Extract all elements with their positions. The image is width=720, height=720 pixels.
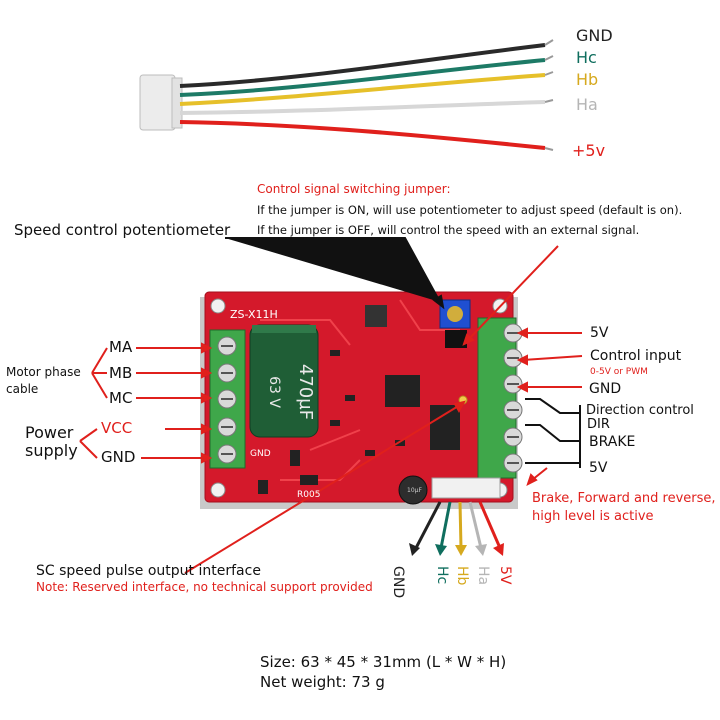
label-motor-phase-1: Motor phase (6, 365, 81, 379)
label-direction-control: Direction control (586, 403, 694, 418)
top-wire-hc: Hc (576, 48, 597, 67)
label-5v-top: 5V (590, 325, 609, 341)
potentiometer-label: Speed control potentiometer (14, 221, 231, 239)
resistor-text: R005 (297, 490, 320, 500)
direction-brake-bracket (525, 398, 581, 468)
bottom-wire-gnd: GND (390, 566, 406, 599)
bottom-wire-hb: Hb (454, 566, 470, 586)
jumper-arrow (462, 245, 559, 346)
label-vcc: VCC (101, 419, 133, 437)
jumper-note-title: Control signal switching jumper: (257, 182, 451, 196)
label-power-1: Power (25, 423, 74, 442)
controller-board (200, 291, 523, 509)
board-model-text: ZS-X11H (230, 308, 278, 321)
capacitor-voltage-text: 63 V (266, 376, 282, 408)
bottom-wire-arrows (409, 501, 504, 556)
jumper-note-off: If the jumper is OFF, will control the s… (257, 223, 640, 237)
right-terminal-block (477, 317, 517, 479)
brake-note-1: Brake, Forward and reverse, (532, 491, 716, 506)
label-control-input-sub: 0-5V or PWM (590, 367, 648, 377)
wire-hb (179, 73, 546, 106)
weight-line: Net weight: 73 g (260, 673, 385, 691)
hall-sensor-header (431, 477, 501, 499)
potentiometer-arrow (225, 237, 445, 310)
label-control-input: Control input (590, 348, 682, 364)
board-gnd-text: GND (250, 449, 271, 459)
sc-label: SC speed pulse output interface (36, 563, 261, 579)
small-capacitor (398, 475, 428, 505)
label-ma: MA (109, 338, 133, 356)
label-power-2: supply (25, 441, 78, 460)
left-arrows (79, 342, 213, 464)
bottom-wire-ha: Ha (475, 566, 491, 586)
top-connector-cable (139, 39, 554, 151)
brake-note-2: high level is active (532, 509, 654, 524)
label-gnd-left: GND (101, 448, 136, 466)
size-line: Size: 63 * 45 * 31mm (L * W * H) (260, 653, 507, 671)
bottom-wire-hc: Hc (434, 566, 450, 585)
top-wire-5v: +5v (572, 141, 606, 160)
small-cap-text: 10µF (407, 487, 422, 494)
wire-gnd (179, 43, 546, 88)
sc-arrow (184, 400, 466, 574)
mcu-chip (385, 375, 420, 407)
driver-chip (430, 405, 460, 450)
wire-ha (179, 100, 546, 115)
top-wire-gnd: GND (576, 26, 613, 45)
wire-5v (179, 120, 546, 150)
label-motor-phase-2: cable (6, 382, 39, 396)
top-wire-hb: Hb (576, 70, 599, 89)
inductor (365, 305, 387, 327)
label-brake: BRAKE (589, 434, 636, 450)
right-arrows (516, 327, 583, 393)
label-dir: DIR (587, 417, 610, 432)
top-wire-ha: Ha (576, 95, 598, 114)
white-connector-housing (139, 74, 176, 131)
jumper-note-on: If the jumper is ON, will use potentiome… (257, 203, 683, 217)
label-gnd-right: GND (589, 381, 622, 397)
label-mb: MB (109, 364, 133, 382)
sc-note: Note: Reserved interface, no technical s… (36, 580, 373, 594)
bottom-wire-5v: 5V (497, 566, 513, 585)
wire-hc (179, 58, 546, 97)
label-5v-bottom: 5V (589, 460, 608, 476)
label-mc: MC (109, 389, 133, 407)
capacitor-value-text: 470µF (295, 364, 316, 420)
brake-arrow (526, 467, 548, 486)
